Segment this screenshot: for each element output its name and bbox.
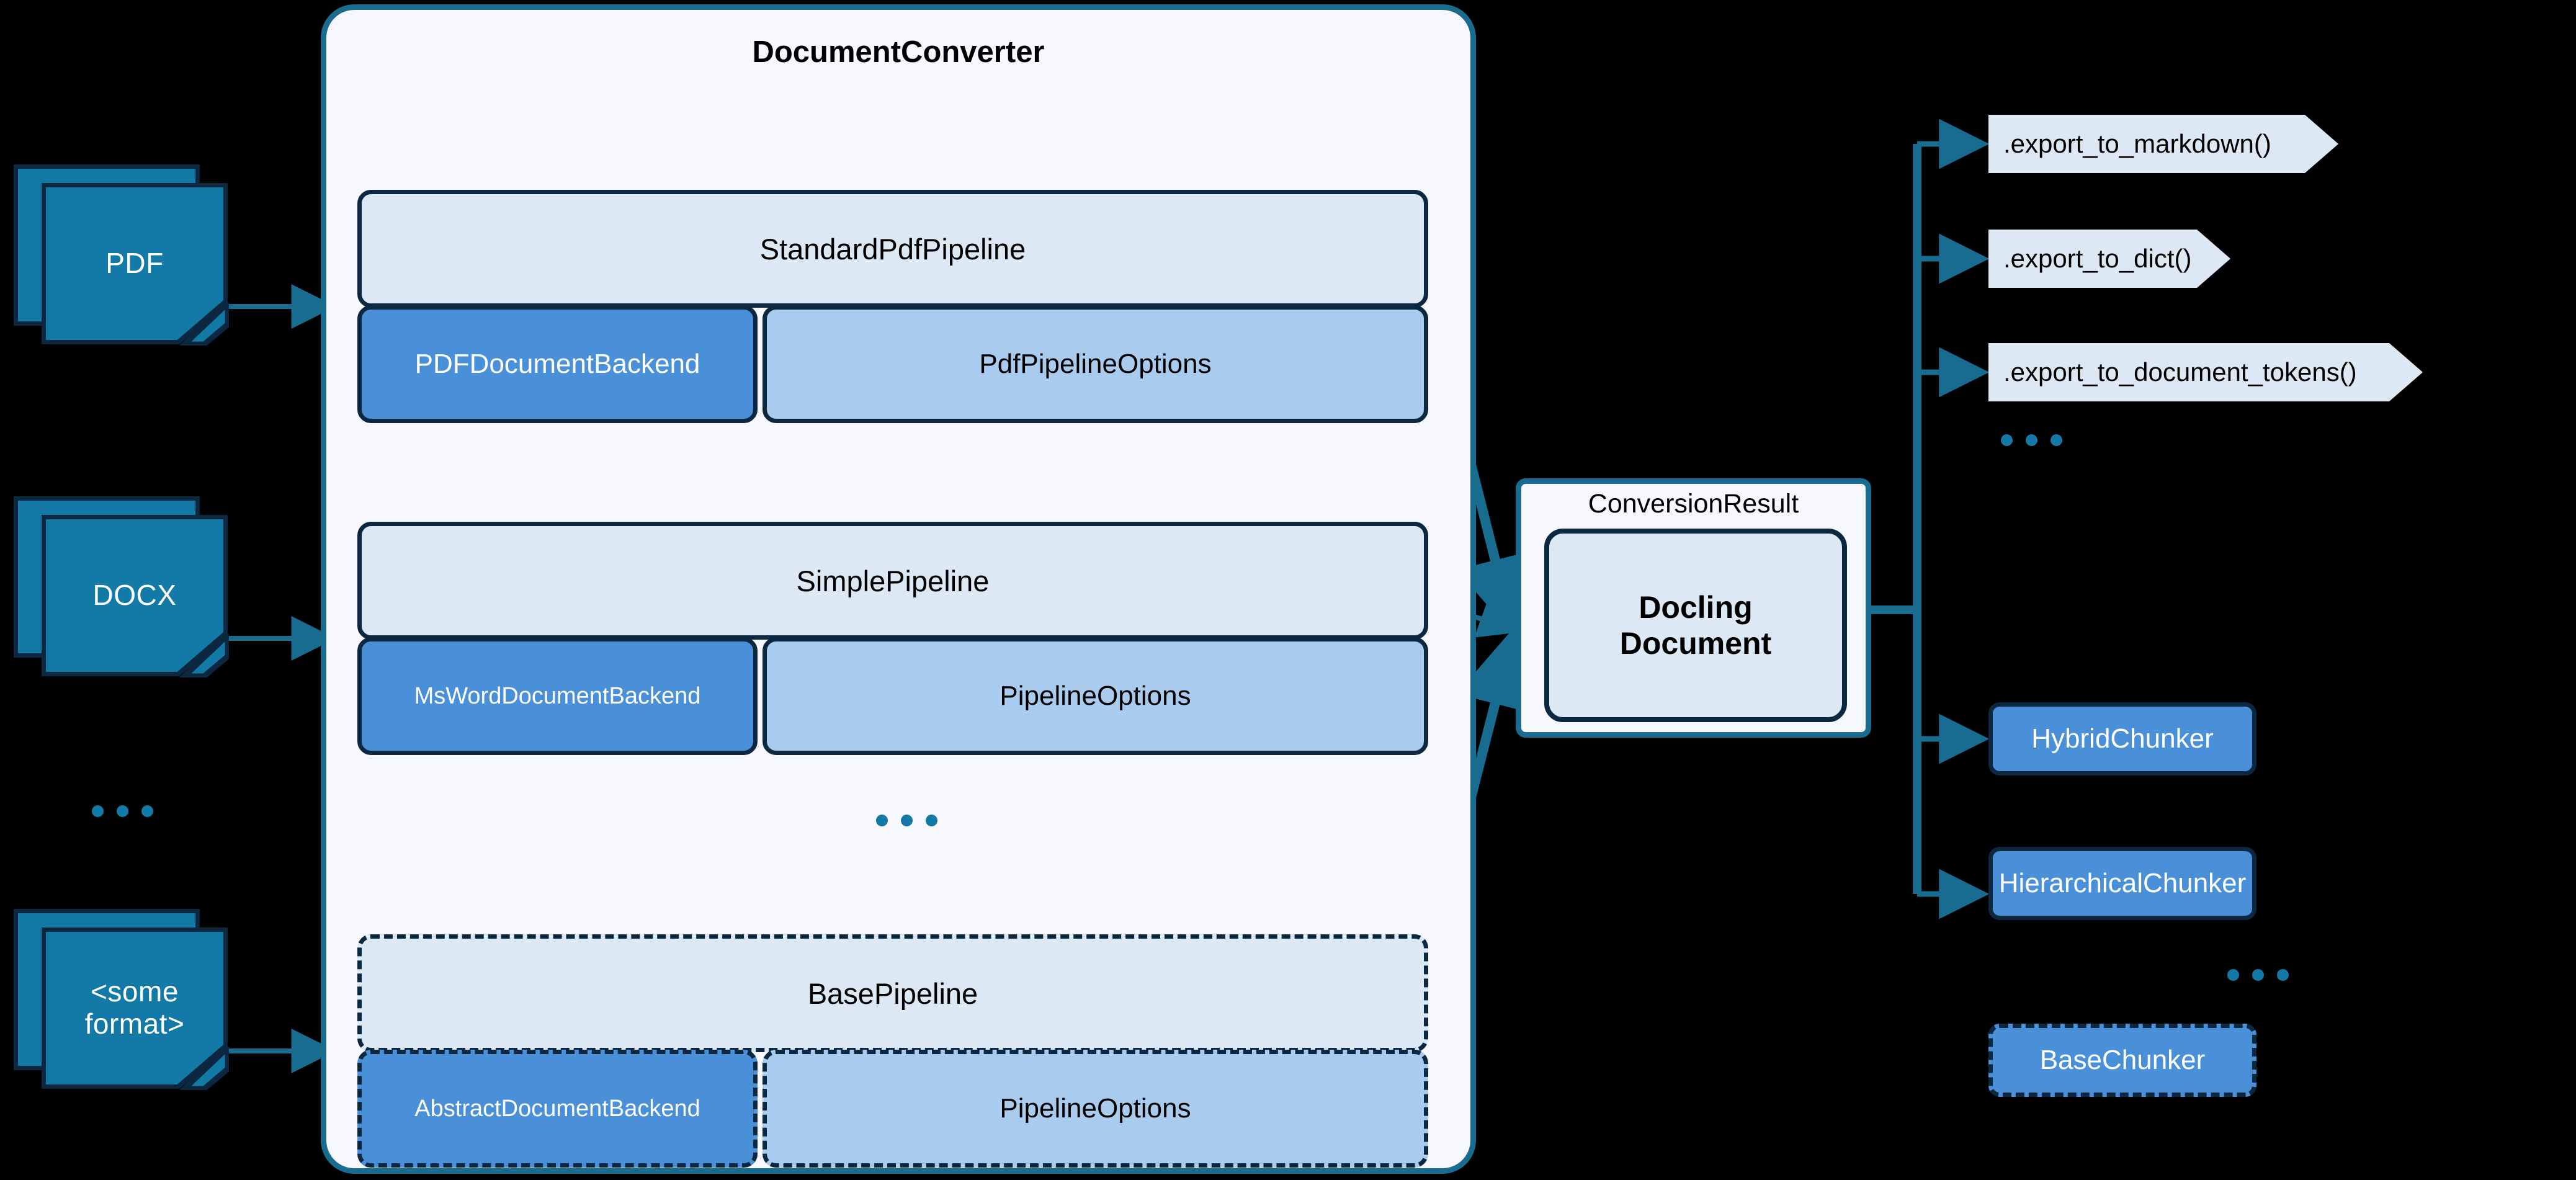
- conversion-result-container: ConversionResult Docling Document: [1516, 478, 1871, 738]
- export-document-tokens-label: .export_to_document_tokens(): [2003, 357, 2357, 387]
- docling-document-line1: Docling: [1639, 590, 1753, 625]
- export-dict-label: .export_to_dict(): [2003, 244, 2192, 273]
- document-front-sheet: [46, 519, 223, 672]
- backend-box-pdf[interactable]: PDFDocumentBackend: [357, 305, 758, 423]
- chunker-hybrid-label: HybridChunker: [2031, 723, 2214, 754]
- document-converter-title: DocumentConverter: [752, 35, 1045, 69]
- pipeline-group-base[interactable]: BasePipeline AbstractDocumentBackend Pip…: [357, 934, 1428, 1168]
- chunkers-ellipsis: [2227, 969, 2289, 981]
- chunker-hierarchical-label: HierarchicalChunker: [1998, 868, 2247, 898]
- result-to-outputs-connectors: [1871, 144, 1921, 894]
- pipeline-components-row: MsWordDocumentBackend PipelineOptions: [357, 637, 1428, 755]
- export-dict-button[interactable]: .export_to_dict(): [1988, 230, 2230, 288]
- page-fold-icon: [179, 634, 229, 677]
- backend-box-msword[interactable]: MsWordDocumentBackend: [357, 637, 758, 755]
- input-ellipsis: [92, 805, 153, 817]
- export-document-tokens-button[interactable]: .export_to_document_tokens(): [1988, 343, 2423, 401]
- chunker-hybrid[interactable]: HybridChunker: [1988, 702, 2256, 775]
- pipeline-name-base: BasePipeline: [357, 934, 1428, 1052]
- chunker-base[interactable]: BaseChunker: [1988, 1024, 2256, 1097]
- options-box-pdf[interactable]: PdfPipelineOptions: [763, 305, 1428, 423]
- options-box-simple[interactable]: PipelineOptions: [763, 637, 1428, 755]
- pipeline-name-standard-pdf: StandardPdfPipeline: [357, 190, 1428, 308]
- export-markdown-button[interactable]: .export_to_markdown(): [1988, 115, 2338, 173]
- docling-document-line2: Document: [1619, 626, 1772, 661]
- pipeline-group-standard-pdf[interactable]: StandardPdfPipeline PDFDocumentBackend P…: [357, 190, 1428, 423]
- export-markdown-label: .export_to_markdown(): [2003, 129, 2271, 158]
- chunker-base-label: BaseChunker: [2039, 1045, 2206, 1075]
- input-document-label-line2: format>: [84, 1008, 185, 1040]
- conversion-result-title: ConversionResult: [1588, 489, 1799, 519]
- document-front-sheet: [46, 932, 223, 1084]
- exports-ellipsis: [2001, 434, 2062, 446]
- input-connectors: [215, 284, 336, 1073]
- backend-box-abstract[interactable]: AbstractDocumentBackend: [357, 1050, 758, 1168]
- input-document-label: <some format>: [42, 927, 228, 1089]
- output-branch-connectors: [1917, 118, 1990, 919]
- input-document-label-line1: <some: [91, 975, 179, 1008]
- pipeline-name-simple: SimplePipeline: [357, 522, 1428, 640]
- docling-document-box[interactable]: Docling Document: [1544, 529, 1847, 722]
- document-converter-container: DocumentConverter StandardPdfPipeline PD…: [321, 4, 1476, 1174]
- input-document-label: DOCX: [92, 579, 177, 612]
- chunker-hierarchical[interactable]: HierarchicalChunker: [1988, 847, 2256, 920]
- input-document-label: PDF: [105, 247, 164, 280]
- page-fold-icon: [179, 302, 229, 346]
- converter-ellipsis: [876, 815, 937, 826]
- document-front-sheet: [46, 187, 223, 340]
- page-fold-icon: [179, 1047, 229, 1090]
- options-box-base[interactable]: PipelineOptions: [763, 1050, 1428, 1168]
- pipeline-components-row: PDFDocumentBackend PdfPipelineOptions: [357, 305, 1428, 423]
- pipeline-group-simple[interactable]: SimplePipeline MsWordDocumentBackend Pip…: [357, 522, 1428, 755]
- pipeline-components-row: AbstractDocumentBackend PipelineOptions: [357, 1050, 1428, 1168]
